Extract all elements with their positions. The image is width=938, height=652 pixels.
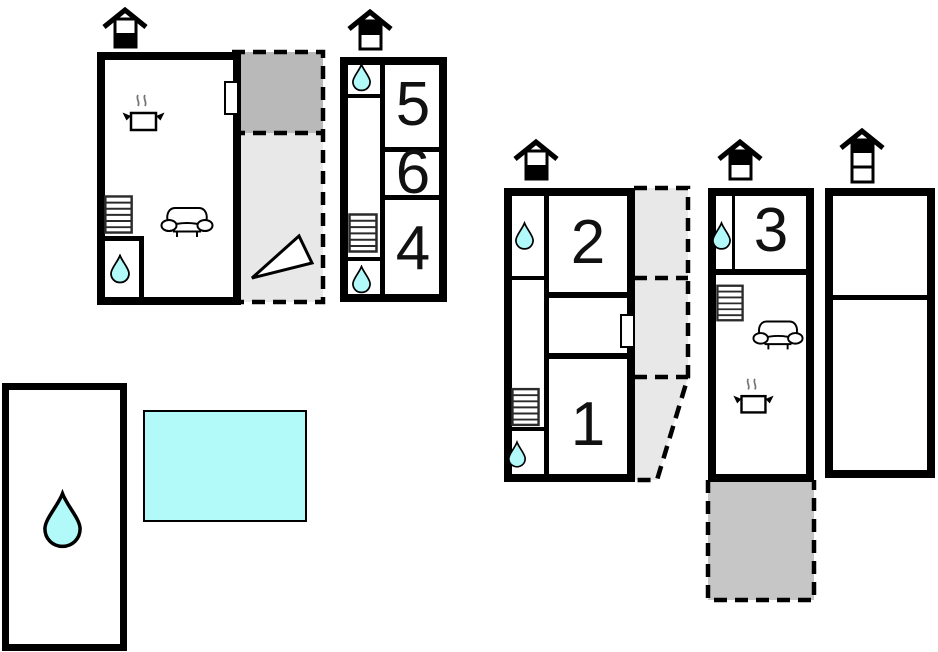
wall-room2-hall: [549, 292, 629, 298]
room-6-label: 6: [395, 137, 431, 207]
chimney-icon: [716, 139, 764, 183]
stairs-triangle-icon: [251, 233, 315, 280]
building-e-outline: [825, 188, 935, 478]
chimney-icon: [346, 9, 394, 53]
wall-room5-room6: [383, 147, 441, 152]
sofa-icon: [160, 202, 214, 240]
building-c-wall: [510, 427, 544, 431]
stove-icon: [727, 376, 779, 422]
door-icon: [224, 81, 239, 115]
stairs-icon: [348, 212, 378, 254]
water-drop-icon: [351, 63, 372, 92]
building-e-wall: [831, 295, 929, 300]
stairs-icon: [716, 283, 744, 323]
door-icon: [620, 314, 635, 348]
stairs-icon: [103, 195, 134, 234]
water-drop-icon: [514, 221, 535, 251]
water-drop-icon: [351, 265, 372, 294]
terrace-area: [232, 49, 326, 305]
building-b-corridor-wall: [380, 60, 385, 299]
building-c-wall: [510, 276, 544, 280]
bathroom-a-walls: [99, 236, 144, 302]
room-2-label: 2: [570, 207, 606, 277]
pool-icon: [41, 489, 84, 551]
room-4-label: 4: [395, 213, 431, 283]
building-c-corridor-wall: [544, 192, 549, 478]
water-drop-icon: [109, 254, 131, 284]
terrace-area: [705, 480, 817, 603]
building-d-wall: [714, 269, 808, 275]
pool-area: [143, 410, 307, 522]
room-3-label: 3: [753, 195, 789, 265]
wall-room6-room4: [383, 195, 441, 200]
building-a-outline: [97, 52, 241, 305]
stairs-icon: [511, 386, 540, 428]
chimney-icon: [838, 128, 886, 186]
building-b-wall: [346, 257, 382, 261]
water-drop-icon: [711, 221, 732, 251]
building-b-outline: [340, 57, 447, 302]
room-5-label: 5: [395, 69, 431, 139]
chimney-icon: [101, 7, 149, 51]
building-d-wall: [732, 194, 735, 269]
terrace-area: [634, 185, 691, 483]
stove-icon: [117, 92, 169, 140]
room-1-label: 1: [570, 389, 606, 459]
building-b-wall: [346, 94, 382, 98]
water-drop-icon: [507, 440, 527, 469]
wall-hall-room1: [549, 353, 629, 359]
chimney-icon: [512, 139, 560, 183]
sofa-icon: [752, 316, 804, 352]
